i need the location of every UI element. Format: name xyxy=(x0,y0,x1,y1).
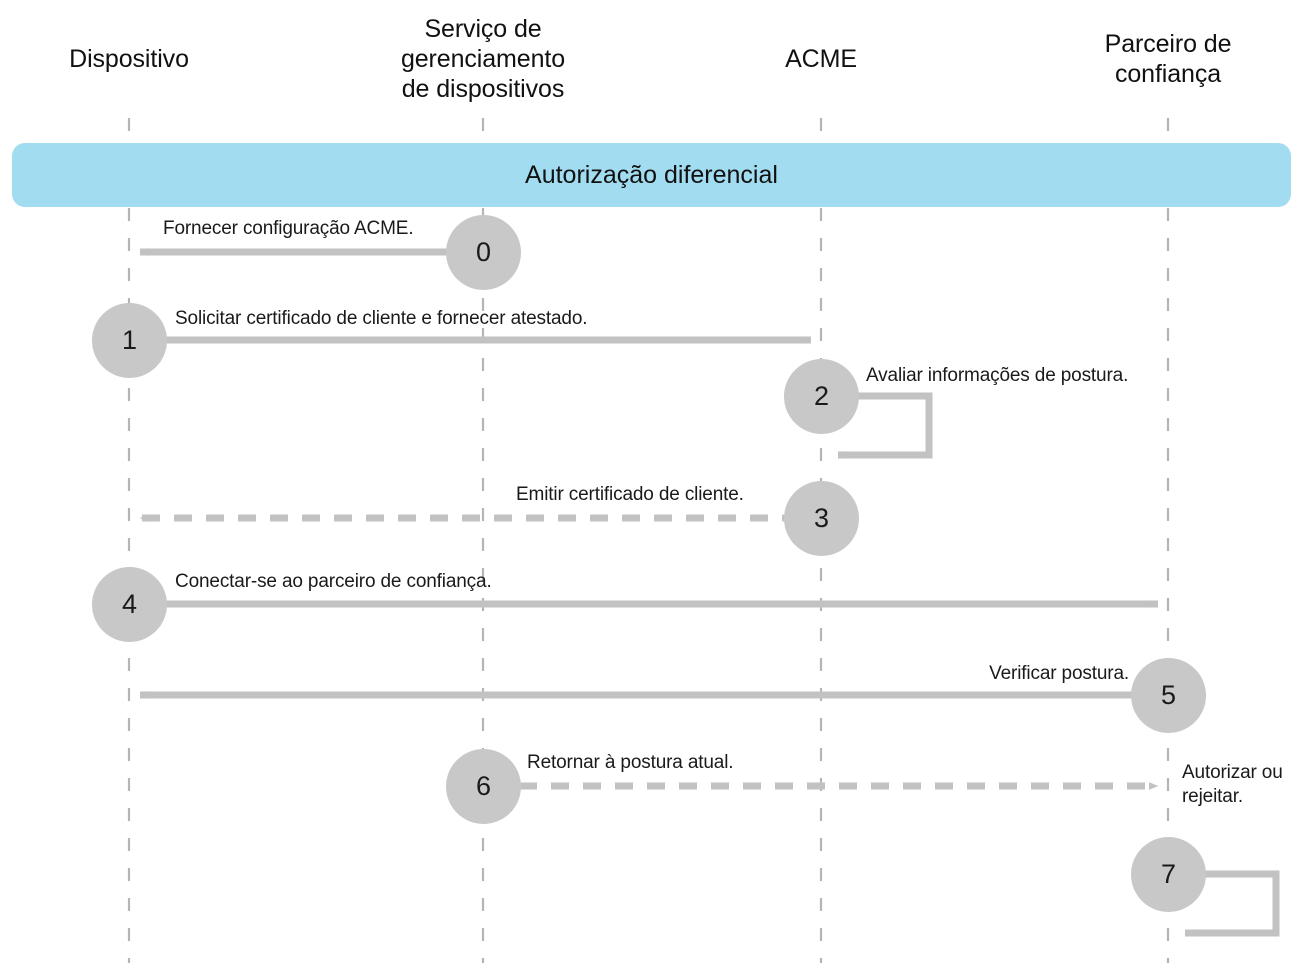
phase-banner xyxy=(12,143,1291,207)
message-label-6-outcome: Autorizar ou rejeitar. xyxy=(1182,762,1283,807)
actor-header-trusted-partner: Parceiro de confiança xyxy=(1104,30,1232,88)
actor-header-device: Dispositivo xyxy=(69,45,189,73)
step-badge-0: 0 xyxy=(446,215,521,290)
actor-header-acme: ACME xyxy=(785,45,857,73)
step-badge-2: 2 xyxy=(784,359,859,434)
message-label-6: Retornar à postura atual. xyxy=(527,752,734,773)
step-badge-4: 4 xyxy=(92,567,167,642)
message-arrow-2 xyxy=(837,392,933,459)
message-label-3: Emitir certificado de cliente. xyxy=(516,484,744,505)
message-label-2: Avaliar informações de postura. xyxy=(866,365,1129,386)
step-badge-7: 7 xyxy=(1131,837,1206,912)
phase-banner-title: Autorização diferencial xyxy=(525,161,778,189)
message-arrow-7 xyxy=(1184,870,1280,937)
message-label-5: Verificar postura. xyxy=(989,663,1129,684)
step-badge-3: 3 xyxy=(784,481,859,556)
step-badge-5: 5 xyxy=(1131,658,1206,733)
step-badge-1: 1 xyxy=(92,303,167,378)
message-label-0: Fornecer configuração ACME. xyxy=(163,218,414,239)
message-label-4: Conectar-se ao parceiro de confiança. xyxy=(175,571,492,592)
lifelines xyxy=(127,118,1170,963)
message-label-1: Solicitar certificado de cliente e forne… xyxy=(175,308,588,329)
actor-header-device-management-service: Serviço de gerenciamento de dispositivos xyxy=(400,15,566,103)
step-badge-6: 6 xyxy=(446,749,521,824)
